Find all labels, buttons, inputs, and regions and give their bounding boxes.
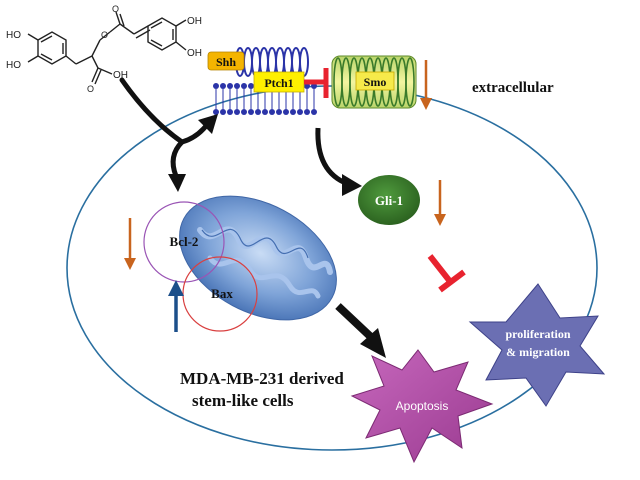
arrow-mito-to-apoptosis-head — [360, 328, 386, 358]
arrow-to-mitochondria — [170, 140, 184, 177]
arrow-to-mitochondria-head — [168, 174, 186, 192]
ptch1-label: Ptch1 — [264, 76, 293, 90]
cell-line-label-line1: MDA-MB-231 derived — [180, 369, 344, 388]
gli1-label: Gli-1 — [375, 193, 403, 208]
arrow-smo-to-gli1-head — [342, 174, 362, 196]
arrow-mito-to-apoptosis — [335, 303, 375, 341]
mitochondrion — [179, 195, 337, 321]
molecule-structure — [27, 11, 187, 85]
molecule-oh-top-left: HO — [6, 30, 21, 41]
molecule-acid-oh: OH — [113, 70, 128, 81]
cell-line-label-line2: stem-like cells — [192, 391, 294, 410]
molecule-oh-top-right: OH — [187, 16, 202, 27]
molecule-oh-mid-left: HO — [6, 60, 21, 71]
arrow-to-receptor — [181, 124, 208, 145]
smo-downregulation-arrow — [420, 60, 432, 110]
bcl2-downregulation-arrow — [124, 218, 136, 270]
proliferation-label-line1: proliferation — [505, 327, 570, 341]
arrow-to-receptor-head — [198, 114, 218, 134]
extracellular-label: extracellular — [472, 80, 554, 96]
proliferation-label-line2: & migration — [506, 345, 570, 359]
apoptosis-star — [350, 349, 494, 464]
gli1-downregulation-arrow — [434, 180, 446, 226]
smo-label-box — [355, 71, 395, 91]
molecule-ester-o: O — [101, 30, 108, 40]
molecule-action-arrow — [119, 77, 185, 145]
smo-label: Smo — [364, 75, 387, 89]
shh-box — [207, 51, 245, 71]
gli1-inhibit-symbol — [427, 254, 466, 293]
molecule-carbonyl-o-b: O — [87, 84, 94, 94]
molecule-oh-mid-right: OH — [187, 48, 202, 59]
proliferation-migration-star — [468, 283, 606, 407]
bcl2-ring — [143, 201, 225, 283]
bcl2-label: Bcl-2 — [170, 234, 199, 249]
shh-label: Shh — [216, 55, 236, 69]
apoptosis-label: Apoptosis — [396, 399, 449, 413]
bax-upregulation-arrow — [168, 280, 184, 332]
ptch1-helix-coil — [235, 47, 309, 77]
molecule-carbonyl-o-a: O — [112, 4, 119, 14]
ptch1-inhibits-smo-symbol — [304, 68, 329, 98]
gli1-node — [358, 175, 420, 225]
bax-label: Bax — [211, 286, 233, 301]
